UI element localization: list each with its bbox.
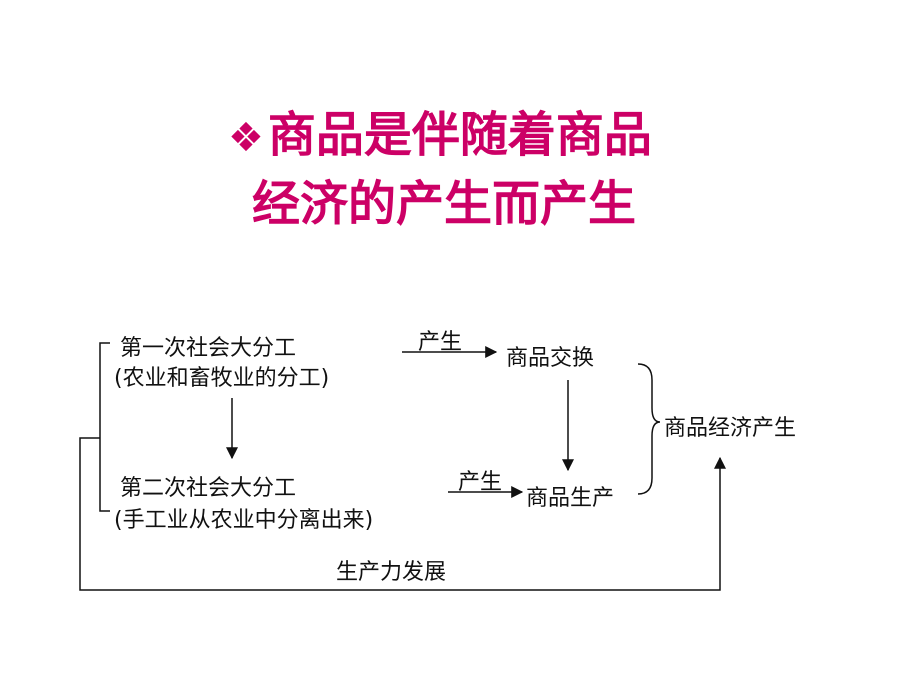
first-division-label: 第一次社会大分工 — [120, 336, 297, 361]
first-division-note: (农业和畜牧业的分工) — [114, 366, 330, 391]
title-line-1: ❖商品是伴随着商品 — [228, 102, 868, 171]
second-division-note: (手工业从农业中分离出来) — [114, 508, 374, 533]
title-line-2: 经济的产生而产生 — [252, 176, 637, 232]
right-brace — [637, 363, 661, 495]
left-bracket — [99, 342, 110, 512]
diamond-bullet-icon: ❖ — [228, 115, 264, 161]
commodity-economy-label: 商品经济产生 — [664, 416, 797, 441]
commodity-exchange-label: 商品交换 — [506, 346, 595, 371]
second-division-label: 第二次社会大分工 — [120, 476, 297, 501]
productivity-feedback-line — [79, 437, 726, 591]
diagram-connectors — [79, 342, 726, 591]
slide-title: ❖商品是伴随着商品 经济的产生而产生 — [228, 102, 868, 237]
commodity-production-label: 商品生产 — [526, 486, 615, 511]
title-text-1: 商品是伴随着商品 — [267, 107, 652, 163]
produce-label-1: 产生 — [418, 330, 463, 355]
produce-label-2: 产生 — [458, 470, 503, 495]
division-of-labor-diagram: 第一次社会大分工 (农业和畜牧业的分工) 第二次社会大分工 (手工业从农业中分离… — [70, 318, 830, 600]
productivity-label: 生产力发展 — [336, 560, 447, 585]
